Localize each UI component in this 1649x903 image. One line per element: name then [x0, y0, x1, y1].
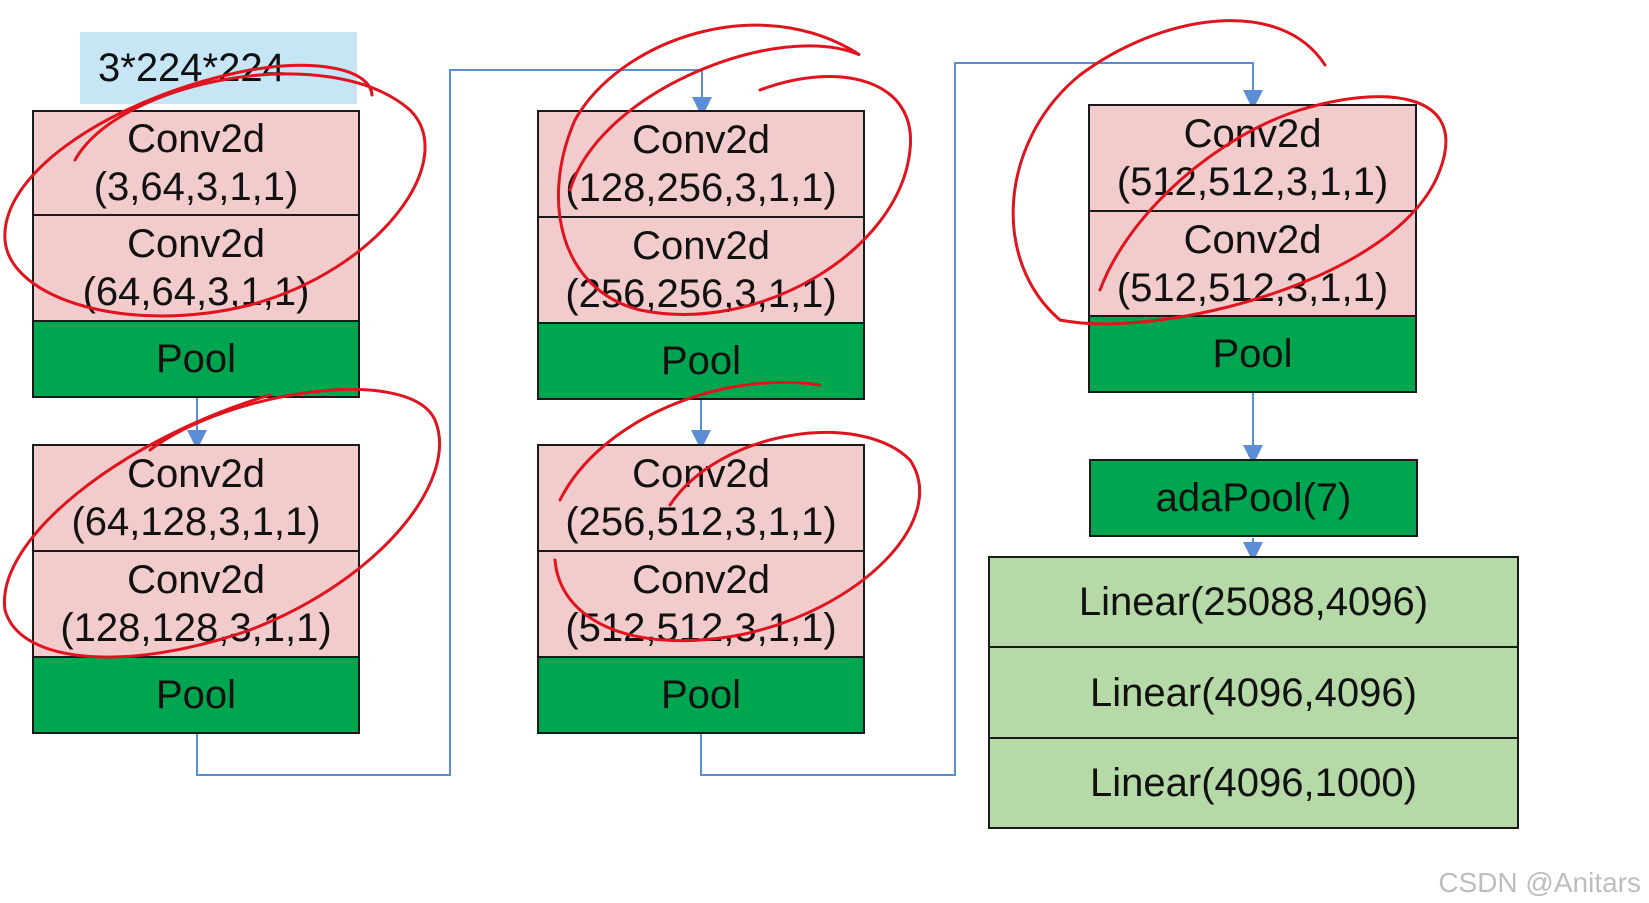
stage3-pool: Pool: [537, 322, 865, 400]
stage3-conv-a: Conv2d (128,256,3,1,1): [537, 110, 865, 218]
pool-label: Pool: [660, 673, 742, 717]
stage5-conv-a: Conv2d (512,512,3,1,1): [1088, 104, 1417, 212]
input-shape-text: 3*224*224: [98, 45, 285, 90]
pool-label: Pool: [1212, 332, 1293, 376]
layer-name: Conv2d: [127, 558, 265, 602]
pool-label: Pool: [155, 673, 237, 717]
layer-params: (128,256,3,1,1): [565, 166, 837, 210]
adaptive-pool: adaPool(7): [1089, 459, 1418, 537]
annotation-loop-stage3: [557, 23, 913, 316]
linear-label: Linear(4096,4096): [1090, 670, 1417, 715]
stage1-pool: Pool: [32, 320, 360, 398]
linear-layer-2: Linear(4096,4096): [988, 646, 1519, 739]
layer-params: (64,128,3,1,1): [71, 500, 321, 544]
layer-name: Conv2d: [127, 452, 265, 496]
stage4-conv-a: Conv2d (256,512,3,1,1): [537, 444, 865, 552]
layer-name: Conv2d: [127, 222, 265, 266]
layer-params: (512,512,3,1,1): [1116, 265, 1389, 310]
annotation-loop-stage5: [1011, 19, 1448, 326]
input-shape-label: 3*224*224: [80, 32, 357, 104]
layer-params: (256,256,3,1,1): [565, 272, 837, 316]
layer-name: Conv2d: [632, 558, 770, 602]
layer-params: (3,64,3,1,1): [93, 165, 299, 209]
stage3-conv-b: Conv2d (256,256,3,1,1): [537, 216, 865, 324]
linear-label: Linear(25088,4096): [1078, 580, 1429, 624]
layer-name: Conv2d: [1183, 112, 1322, 156]
layer-name: Conv2d: [632, 224, 770, 268]
adapool-label: adaPool(7): [1155, 476, 1352, 520]
stage2-pool: Pool: [32, 656, 360, 734]
stage2-conv-a: Conv2d (64,128,3,1,1): [32, 444, 360, 552]
linear-layer-3: Linear(4096,1000): [988, 737, 1519, 829]
annotation-loop-stage4: [553, 380, 922, 643]
arrow-stage4-to-stage5: [700, 62, 1263, 776]
watermark: CSDN @Anitars: [1438, 867, 1641, 898]
pool-label: Pool: [660, 339, 742, 383]
stage1-conv-a: Conv2d (3,64,3,1,1): [32, 110, 360, 216]
pool-label: Pool: [155, 337, 237, 381]
linear-label: Linear(4096,1000): [1090, 761, 1417, 805]
layer-params: (64,64,3,1,1): [82, 270, 310, 314]
stage5-conv-b: Conv2d (512,512,3,1,1): [1088, 210, 1417, 317]
layer-name: Conv2d: [632, 118, 770, 162]
annotation-loop-stage1: [3, 63, 427, 318]
layer-name: Conv2d: [1183, 217, 1322, 262]
layer-name: Conv2d: [127, 117, 265, 161]
stage4-pool: Pool: [537, 656, 865, 734]
arrow-stage2-to-stage3: [196, 69, 712, 776]
layer-params: (256,512,3,1,1): [565, 500, 837, 544]
annotation-loop-stage2: [3, 388, 441, 659]
stage5-pool: Pool: [1088, 315, 1417, 393]
